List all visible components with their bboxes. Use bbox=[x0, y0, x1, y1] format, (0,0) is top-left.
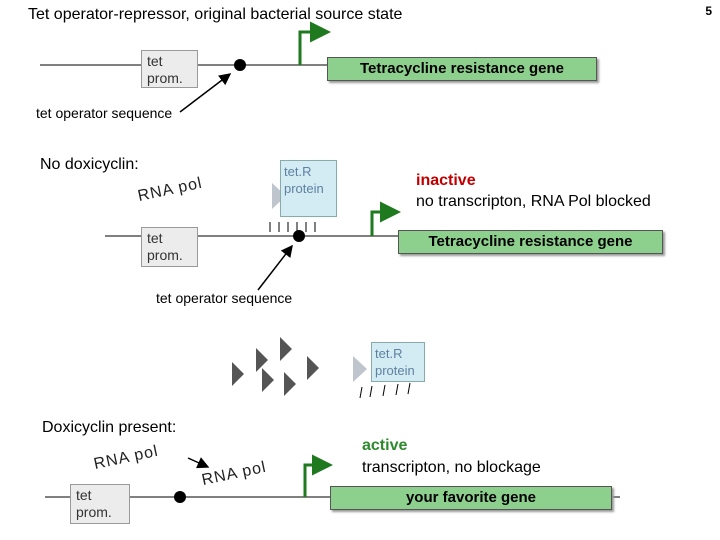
gene-box-2: Tetracycline resistance gene bbox=[398, 230, 663, 254]
promoter-arrow-1 bbox=[298, 21, 331, 65]
doxycycline-molecules bbox=[232, 337, 319, 396]
active-detail: transcripton, no blockage bbox=[362, 459, 541, 476]
active-label: active bbox=[362, 437, 408, 454]
inactive-label: inactive bbox=[416, 172, 476, 189]
operator-dot-1 bbox=[234, 59, 246, 71]
gene-box-3: your favorite gene bbox=[330, 486, 612, 510]
tet-promoter-box-1: tet prom. bbox=[141, 50, 198, 88]
operator-label-1: tet operator sequence bbox=[36, 105, 173, 121]
promoter-arrow-2 bbox=[370, 201, 401, 236]
operator-pointer-1 bbox=[179, 73, 232, 113]
gene-box-1: Tetracycline resistance gene bbox=[327, 57, 597, 81]
operator-dot-2 bbox=[293, 230, 305, 242]
tet-promoter-box-3: tet prom. bbox=[70, 484, 130, 524]
slide-title: Tet operator-repressor, original bacteri… bbox=[28, 6, 403, 23]
operator-label-2: tet operator sequence bbox=[156, 290, 293, 306]
operator-pointer-2 bbox=[257, 244, 293, 291]
tetR-wedge-3 bbox=[353, 356, 367, 382]
tetR-detached-legs bbox=[359, 382, 411, 399]
tetR-wedge-2 bbox=[272, 183, 286, 209]
tetR-binding-legs bbox=[269, 222, 316, 232]
tetR-protein-box-2: tet.R protein bbox=[280, 160, 337, 217]
tet-promoter-box-2: tet prom. bbox=[141, 227, 198, 267]
operator-dot-3 bbox=[174, 491, 186, 503]
slide-number: 5 bbox=[705, 4, 712, 18]
doxy-present-heading: Doxicyclin present: bbox=[42, 419, 177, 436]
no-doxy-heading: No doxicyclin: bbox=[40, 156, 139, 173]
inactive-detail: no transcripton, RNA Pol blocked bbox=[416, 193, 651, 210]
rnapol-move-arrow bbox=[187, 457, 210, 469]
tetR-protein-box-3: tet.R protein bbox=[371, 342, 425, 382]
promoter-arrow-3 bbox=[303, 454, 333, 497]
